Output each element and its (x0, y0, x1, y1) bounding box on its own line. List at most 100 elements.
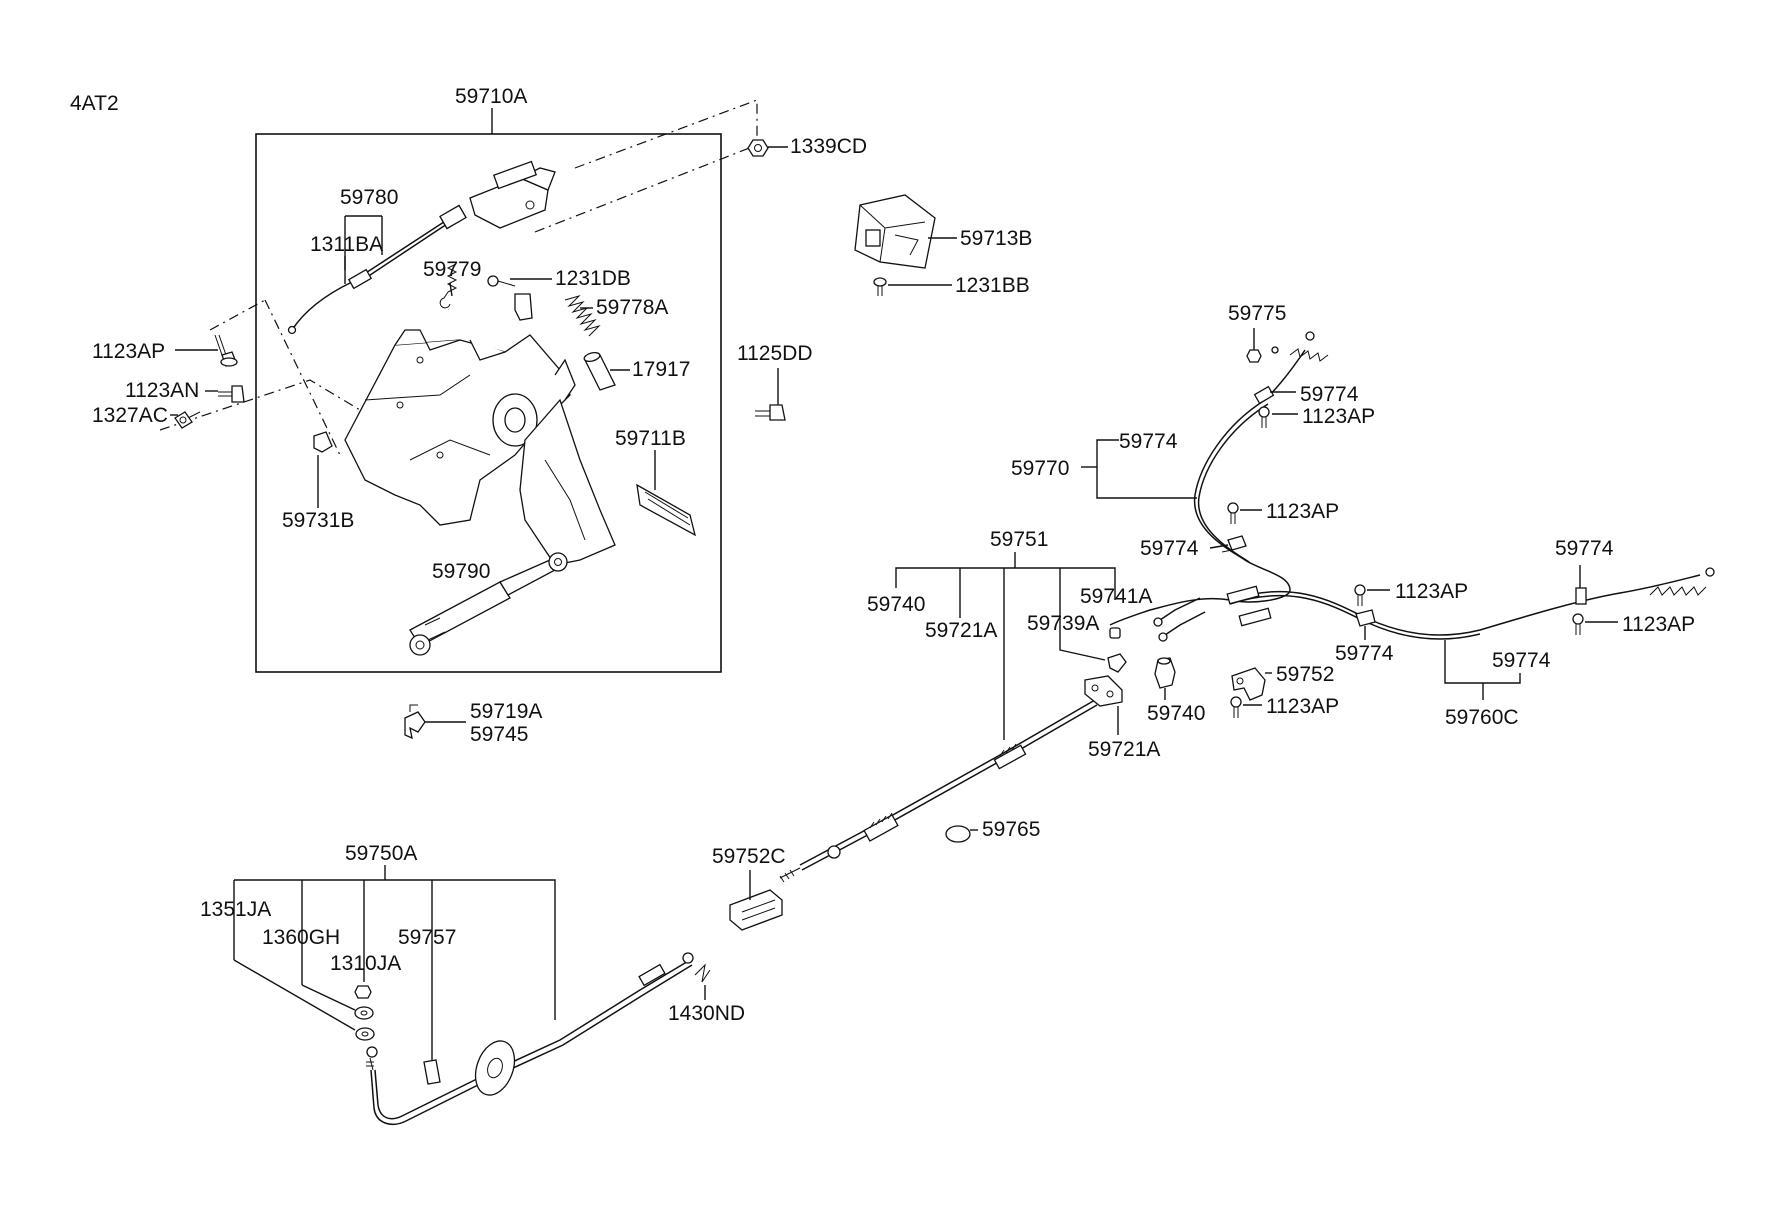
label-59752C[interactable]: 59752C (712, 845, 786, 868)
label-59741A[interactable]: 59741A (1080, 585, 1152, 608)
label-1123AN[interactable]: 1123AN (125, 379, 199, 402)
washer-1360GH-icon[interactable] (354, 1006, 374, 1020)
label-59721A-bottom[interactable]: 59721A (1088, 738, 1160, 761)
label-1125DD[interactable]: 1125DD (737, 342, 813, 365)
spring-59779-icon[interactable] (439, 263, 458, 309)
label-1339CD[interactable]: 1339CD (790, 135, 867, 158)
label-1123AP-a[interactable]: 1123AP (1302, 405, 1375, 428)
label-1231DB[interactable]: 1231DB (555, 267, 631, 290)
label-1351JA[interactable]: 1351JA (200, 898, 271, 921)
bolt-1123AP-c-icon[interactable] (1354, 584, 1366, 606)
label-17917[interactable]: 17917 (632, 358, 690, 381)
dashed-line-1339CD (574, 99, 758, 169)
cable-59750A[interactable] (374, 959, 691, 1120)
label-59721A-top[interactable]: 59721A (925, 619, 997, 642)
leader-59750A-bracket (234, 879, 556, 1020)
rear-cable-59770[interactable] (1109, 399, 1291, 626)
bolt-1125DD-icon[interactable] (755, 404, 786, 421)
grommet-59765-icon[interactable] (945, 825, 971, 843)
label-59740-right[interactable]: 59740 (1147, 702, 1205, 725)
label-1123AP-left[interactable]: 1123AP (92, 340, 165, 363)
cable-grommet-plate-icon[interactable] (469, 1036, 522, 1101)
label-1310JA[interactable]: 1310JA (330, 952, 401, 975)
bracket-59713B-icon[interactable] (854, 194, 936, 269)
bolt-1327AC-icon[interactable] (174, 411, 201, 429)
clip-59774-e-icon[interactable] (1355, 609, 1376, 627)
bracket-59752-icon[interactable] (1231, 667, 1266, 701)
label-59739A[interactable]: 59739A (1027, 612, 1099, 635)
pedal-assembly-group (159, 99, 788, 673)
bolt-1123AP-left-icon[interactable] (214, 334, 238, 367)
label-59779[interactable]: 59779 (423, 258, 481, 281)
label-59774-d[interactable]: 59774 (1555, 537, 1614, 560)
label-59775[interactable]: 59775 (1228, 302, 1286, 325)
clip-59774-a-icon[interactable] (1253, 385, 1275, 405)
spring-59778A-icon[interactable] (564, 294, 601, 337)
label-1430ND[interactable]: 1430ND (668, 1002, 745, 1025)
label-59760C[interactable]: 59760C (1445, 706, 1519, 729)
label-59774-b[interactable]: 59774 (1119, 430, 1178, 453)
bolt-1231BB-icon[interactable] (873, 277, 887, 296)
bolt-1123AP-a-icon[interactable] (1258, 406, 1270, 428)
label-59774-c[interactable]: 59774 (1140, 537, 1199, 560)
label-59710A[interactable]: 59710A (455, 85, 527, 108)
stopper-59731B-icon[interactable] (313, 431, 333, 453)
label-1327AC[interactable]: 1327AC (92, 404, 168, 427)
pin-1430ND-icon[interactable] (694, 963, 711, 983)
label-1123AP-e[interactable]: 1123AP (1266, 695, 1339, 718)
label-1311BA[interactable]: 1311BA (310, 233, 383, 256)
label-1123AP-b[interactable]: 1123AP (1266, 500, 1339, 523)
clip-59719A-icon[interactable] (404, 704, 426, 740)
clip-59774-c-icon[interactable] (1221, 535, 1247, 553)
label-59731B[interactable]: 59731B (282, 509, 354, 532)
bolt-1231DB-icon[interactable] (487, 275, 533, 321)
clip-59774-d-icon[interactable] (1575, 587, 1587, 605)
pedal-pad-59711B-icon[interactable] (636, 483, 696, 537)
bolt-1123AP-d-icon[interactable] (1572, 613, 1584, 635)
label-59711B[interactable]: 59711B (615, 427, 686, 450)
label-59774-e[interactable]: 59774 (1335, 642, 1394, 665)
label-1123AP-d[interactable]: 1123AP (1622, 613, 1695, 636)
label-59778A[interactable]: 59778A (596, 296, 668, 319)
label-59719A[interactable]: 59719A (470, 700, 542, 723)
label-1123AP-c[interactable]: 1123AP (1395, 580, 1468, 603)
label-59780[interactable]: 59780 (340, 186, 398, 209)
label-59770[interactable]: 59770 (1011, 457, 1069, 480)
clip-59757-icon[interactable] (423, 1059, 441, 1085)
label-59745[interactable]: 59745 (470, 723, 528, 746)
label-59752[interactable]: 59752 (1276, 663, 1334, 686)
label-59740-left[interactable]: 59740 (867, 593, 925, 616)
equalizer-59721A-icon[interactable] (1084, 675, 1123, 707)
cable-end-59760C-icon[interactable] (1649, 586, 1707, 596)
bolt-1123AN-icon[interactable] (218, 385, 245, 403)
cable-end-59770-icon[interactable] (1289, 348, 1329, 362)
label-59765[interactable]: 59765 (982, 818, 1040, 841)
label-1231BB[interactable]: 1231BB (955, 274, 1030, 297)
label-59774-a[interactable]: 59774 (1300, 383, 1359, 406)
grommet-59740-right-icon[interactable] (1154, 657, 1176, 689)
bushing-17917-icon[interactable] (583, 351, 616, 391)
release-cable-59780-icon[interactable] (287, 160, 556, 335)
label-59774-f[interactable]: 59774 (1492, 649, 1551, 672)
bolt-1123AP-e-icon[interactable] (1230, 696, 1242, 718)
cap-59741A-icon[interactable] (1109, 627, 1121, 639)
washer-1351JA-icon[interactable] (355, 1027, 375, 1041)
label-1360GH[interactable]: 1360GH (262, 926, 340, 949)
nut-59775-icon[interactable] (1246, 349, 1262, 363)
leader-59779 (449, 282, 453, 297)
pedal-arm-icon[interactable] (519, 398, 616, 566)
front-cable-59751[interactable] (799, 699, 1096, 866)
nut-1310JA-icon[interactable] (354, 985, 372, 999)
clip-59739A-icon[interactable] (1107, 653, 1127, 673)
bracket-59752C-icon[interactable] (729, 889, 783, 931)
rear-cable-59760C[interactable] (1229, 574, 1701, 636)
label-59750A[interactable]: 59750A (345, 842, 417, 865)
gas-spring-59790-icon[interactable] (409, 552, 568, 656)
label-59713B[interactable]: 59713B (960, 227, 1032, 250)
bolt-1123AP-b-icon[interactable] (1227, 502, 1239, 524)
label-59751[interactable]: 59751 (990, 528, 1048, 551)
label-59790[interactable]: 59790 (432, 560, 490, 583)
pedal-bracket-icon[interactable] (344, 329, 576, 526)
label-59757[interactable]: 59757 (398, 926, 456, 949)
nut-1339CD-icon[interactable] (747, 139, 769, 157)
